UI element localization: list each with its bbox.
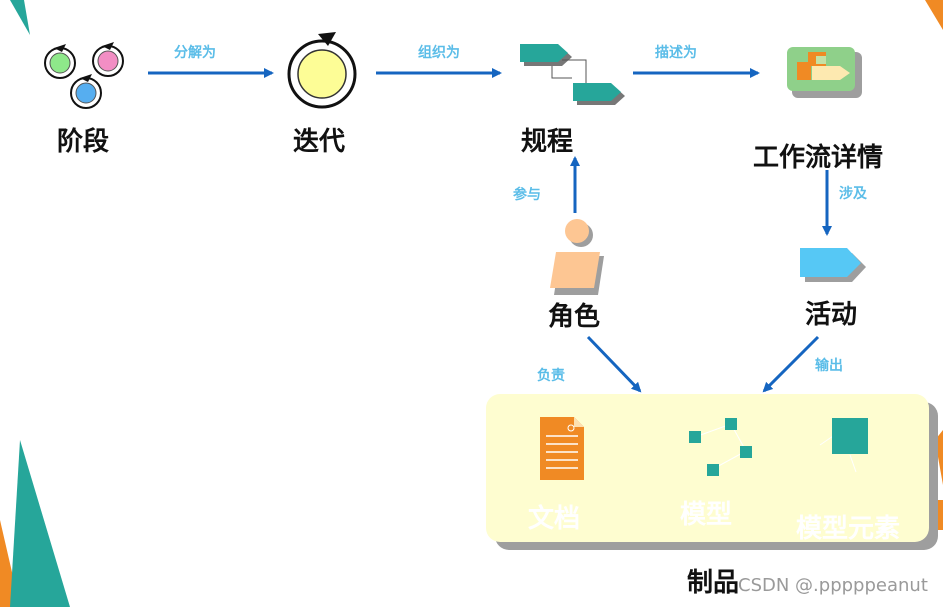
relation-decompose: 分解为 — [174, 45, 216, 61]
model-label: 模型 — [680, 500, 733, 530]
role-icon — [550, 219, 604, 295]
relation-involve: 涉及 — [839, 186, 867, 202]
iteration-icon — [287, 32, 357, 109]
process-icon — [520, 44, 625, 105]
relation-describe: 描述为 — [655, 45, 697, 61]
relation-responsible: 负责 — [537, 368, 565, 384]
workflow-detail-icon — [787, 47, 862, 98]
arrow-responsible — [586, 335, 642, 393]
watermark: CSDN @.pppppeanut — [738, 575, 928, 596]
model-element-label: 模型元素 — [796, 514, 901, 544]
corner-decoration-bottom-left — [0, 440, 70, 607]
process-label: 规程 — [521, 127, 574, 157]
arrow-output — [762, 335, 820, 393]
artifact-label: 制品 — [687, 568, 740, 598]
activity-icon — [800, 248, 866, 282]
relation-participate: 参与 — [513, 187, 541, 203]
document-label: 文档 — [528, 504, 581, 534]
model-element-icon — [819, 418, 868, 473]
corner-decoration-top-right — [925, 0, 943, 30]
activity-label: 活动 — [805, 300, 858, 330]
relation-organize: 组织为 — [418, 45, 460, 61]
corner-decoration-top-left — [10, 0, 30, 35]
role-label: 角色 — [548, 302, 601, 332]
phase-icon — [44, 42, 124, 109]
iteration-label: 迭代 — [293, 127, 346, 157]
phase-label: 阶段 — [57, 127, 110, 157]
relation-output: 输出 — [815, 358, 843, 374]
document-icon — [540, 417, 584, 480]
model-icon — [689, 418, 752, 476]
workflow-detail-label: 工作流详情 — [753, 143, 884, 173]
